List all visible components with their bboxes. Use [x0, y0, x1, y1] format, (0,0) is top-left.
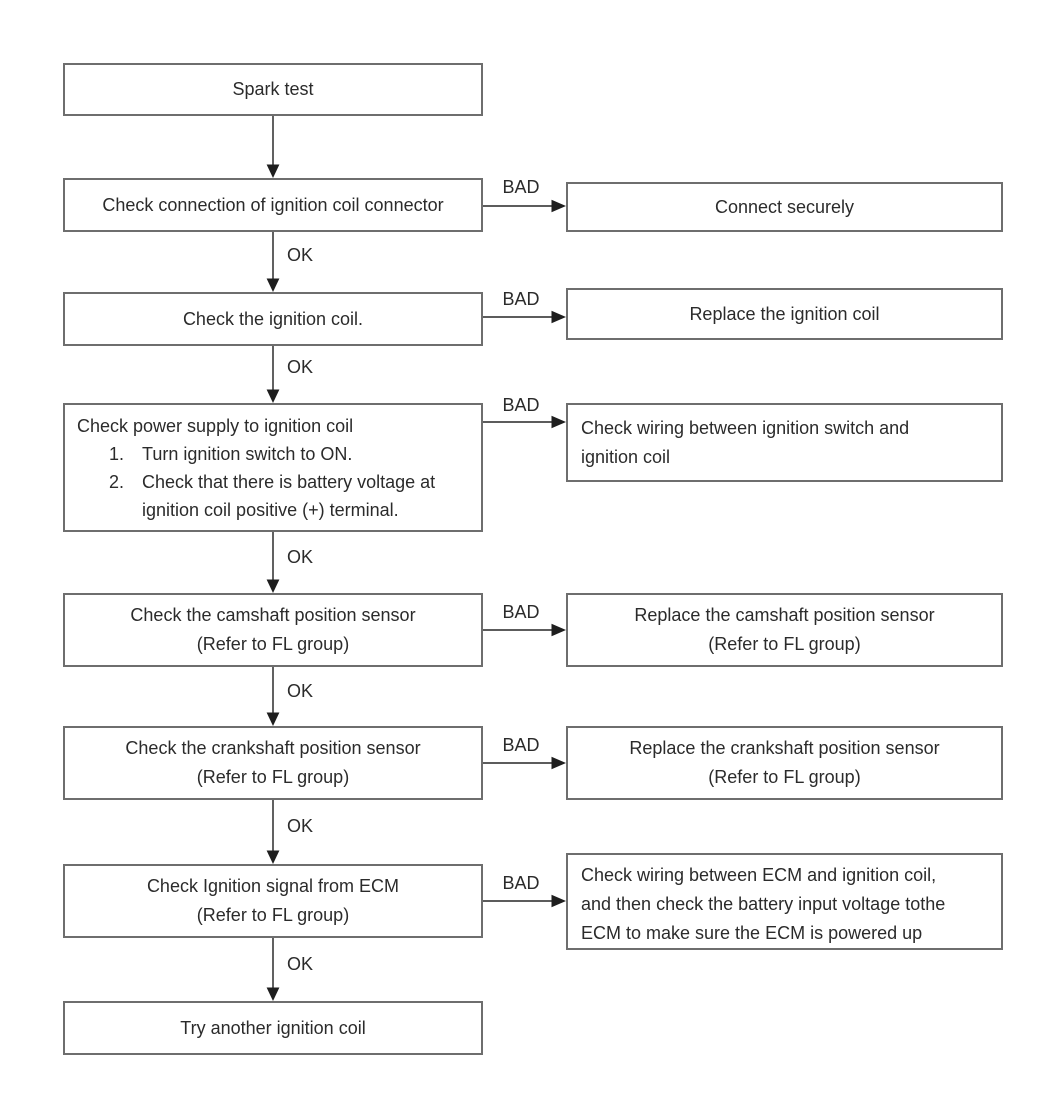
ok-label-4: OK	[287, 680, 314, 702]
result-text-line1: Check wiring between ignition switch and	[581, 418, 910, 438]
bad-label-5: BAD	[492, 734, 550, 756]
step-check-ignition-coil: Check the ignition coil.	[63, 292, 483, 346]
substep-number: 1.	[109, 444, 125, 464]
step-text-line2: (Refer to FL group)	[196, 905, 350, 925]
substep-2: 2. Check that there is battery voltage a…	[109, 468, 481, 524]
substep-number: 2.	[109, 472, 125, 492]
result-connect-securely: Connect securely	[566, 182, 1003, 232]
bad-label-4: BAD	[492, 601, 550, 623]
ok-label-2: OK	[287, 356, 314, 378]
result-replace-crankshaft-sensor: Replace the crankshaft position sensor (…	[566, 726, 1003, 800]
result-replace-camshaft-sensor: Replace the camshaft position sensor (Re…	[566, 593, 1003, 667]
result-text-line1: Replace the camshaft position sensor	[634, 605, 935, 625]
result-text-line2: (Refer to FL group)	[708, 767, 861, 787]
result-text-line1: Check wiring between ECM and ignition co…	[581, 865, 937, 885]
step-text-line1: Check Ignition signal from ECM	[146, 876, 400, 896]
step-check-power-supply: Check power supply to ignition coil 1. T…	[63, 403, 483, 532]
step-text-line1: Check the camshaft position sensor	[130, 605, 416, 625]
result-text: Replace the ignition coil	[689, 303, 880, 324]
ok-label-5: OK	[287, 815, 314, 837]
step-check-crankshaft-sensor: Check the crankshaft position sensor (Re…	[63, 726, 483, 800]
step-text: Spark test	[232, 79, 314, 99]
result-check-wiring-ecm: Check wiring between ECM and ignition co…	[566, 853, 1003, 950]
step-check-connection: Check connection of ignition coil connec…	[63, 178, 483, 232]
ok-label-6: OK	[287, 953, 314, 975]
step-text-line2: (Refer to FL group)	[196, 767, 350, 787]
bad-label-3: BAD	[492, 394, 550, 416]
step-title: Check power supply to ignition coil	[77, 416, 354, 436]
step-text-line1: Check the crankshaft position sensor	[125, 738, 421, 758]
result-text-line2: ignition coil	[581, 447, 671, 467]
bad-label-1: BAD	[492, 176, 550, 198]
result-check-wiring-ignition-switch: Check wiring between ignition switch and…	[566, 403, 1003, 482]
step-spark-test: Spark test	[63, 63, 483, 116]
step-text: Check connection of ignition coil connec…	[102, 194, 444, 215]
substep-text: Turn ignition switch to ON.	[142, 444, 353, 464]
result-text-line3: ECM to make sure the ECM is powered up	[581, 923, 923, 943]
substep-text: Check that there is battery voltage at i…	[142, 472, 436, 520]
ok-label-1: OK	[287, 244, 314, 266]
result-replace-ignition-coil: Replace the ignition coil	[566, 288, 1003, 340]
step-text: Try another ignition coil	[180, 1017, 366, 1038]
result-text-line2: (Refer to FL group)	[708, 634, 861, 654]
step-text: Check the ignition coil.	[182, 308, 364, 329]
step-text-line2: (Refer to FL group)	[196, 634, 350, 654]
result-text-line2: and then check the battery input voltage…	[581, 894, 946, 914]
step-try-another-coil: Try another ignition coil	[63, 1001, 483, 1055]
step-check-camshaft-sensor: Check the camshaft position sensor (Refe…	[63, 593, 483, 667]
step-substeps: 1. Turn ignition switch to ON. 2. Check …	[65, 440, 481, 524]
bad-label-2: BAD	[492, 288, 550, 310]
substep-1: 1. Turn ignition switch to ON.	[109, 440, 481, 468]
result-text-line1: Replace the crankshaft position sensor	[629, 738, 940, 758]
ok-label-3: OK	[287, 546, 314, 568]
result-text: Connect securely	[714, 196, 855, 217]
step-check-ecm-signal: Check Ignition signal from ECM (Refer to…	[63, 864, 483, 938]
bad-label-6: BAD	[492, 872, 550, 894]
